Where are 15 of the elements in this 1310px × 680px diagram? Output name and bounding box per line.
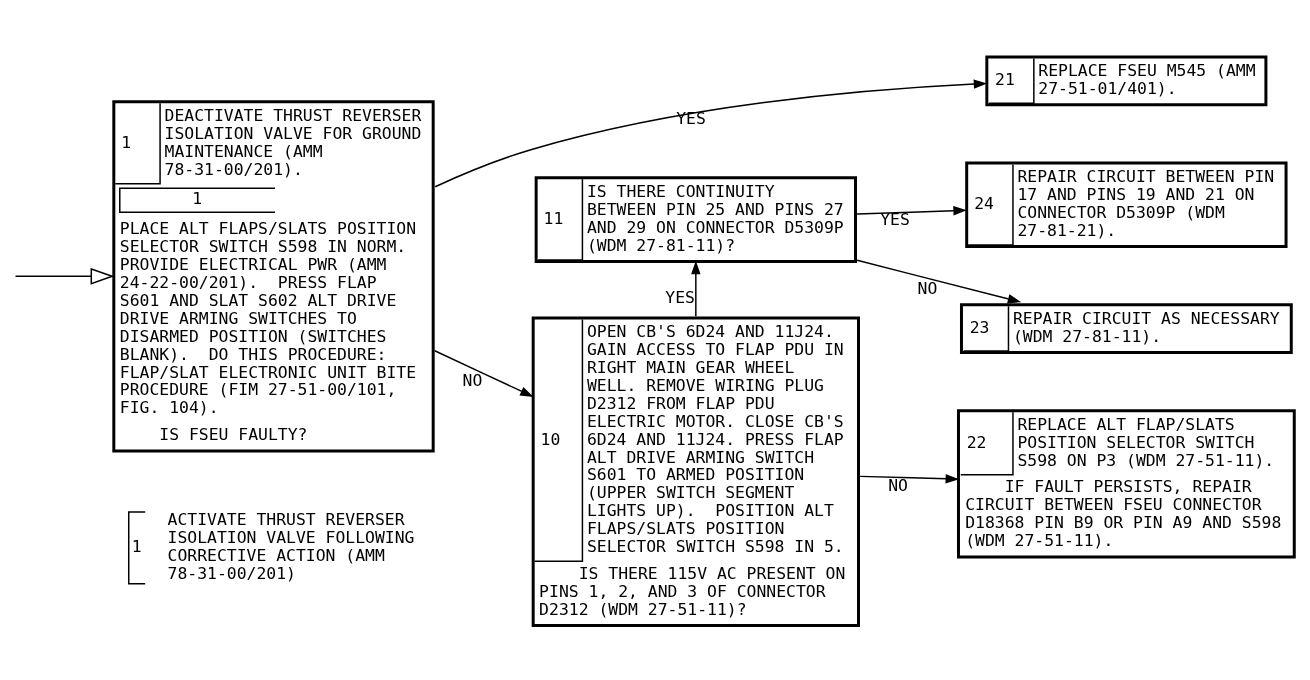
arrow (691, 260, 701, 317)
arrow (856, 259, 1022, 303)
edge-label: NO (888, 475, 908, 495)
arrow (434, 349, 534, 397)
label: ACTIVATE THRUST REVERSER ISOLATION VALVE FOLLOWING CORRECTIVE ACTION (AMM 78-31-00/201) (167, 509, 415, 583)
arrow (14, 267, 115, 285)
edge-label: NO (462, 370, 483, 390)
edge-label: YES (676, 108, 706, 128)
label: 1 (131, 536, 142, 556)
arrow (434, 78, 988, 187)
arrow (859, 473, 960, 483)
edge-label: YES (665, 287, 695, 307)
edge-label: NO (917, 278, 938, 298)
edge-label: YES (880, 209, 910, 229)
arrow (856, 205, 967, 215)
